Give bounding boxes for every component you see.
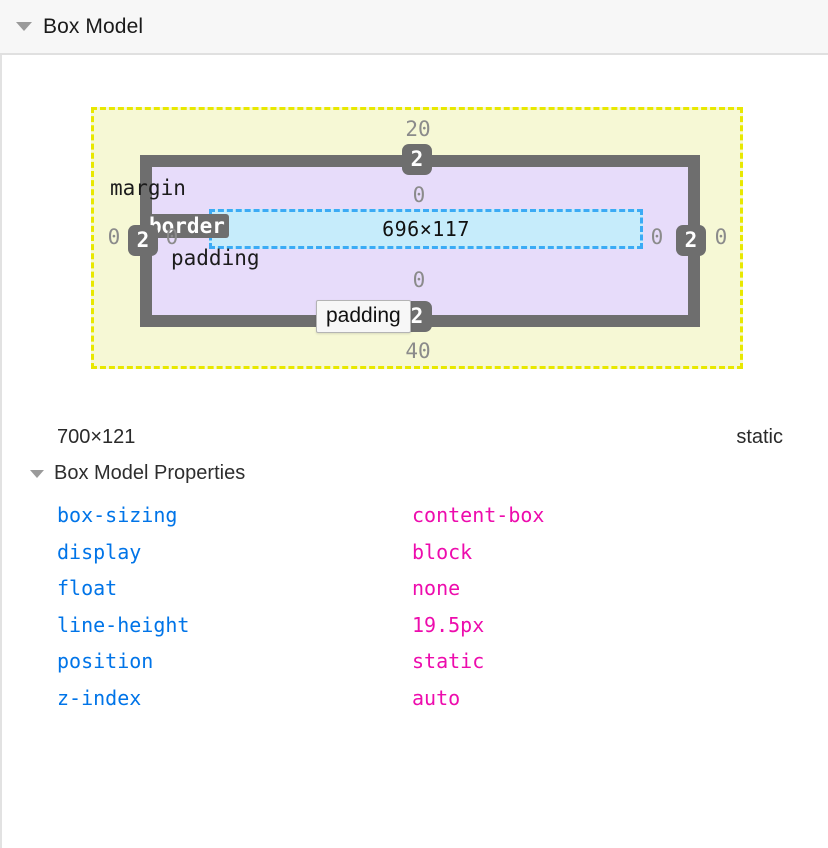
property-name[interactable]: z-index bbox=[57, 685, 142, 710]
property-name[interactable]: line-height bbox=[57, 612, 190, 637]
property-value[interactable]: static bbox=[412, 649, 485, 674]
property-value[interactable]: content-box bbox=[412, 503, 545, 528]
content-region[interactable]: 696×117 bbox=[209, 209, 643, 249]
margin-region-label: margin bbox=[110, 176, 186, 200]
property-name[interactable]: position bbox=[57, 649, 154, 674]
border-region-label: border bbox=[145, 214, 229, 238]
region-tooltip: padding bbox=[316, 300, 411, 333]
padding-left-value[interactable]: 0 bbox=[165, 225, 179, 249]
box-model-properties-title: Box Model Properties bbox=[54, 462, 246, 484]
padding-region[interactable]: 696×117 bbox=[152, 167, 688, 315]
content-size-label: 696×117 bbox=[382, 217, 470, 241]
margin-left-value[interactable]: 0 bbox=[107, 225, 121, 249]
border-left-value[interactable]: 2 bbox=[128, 225, 158, 256]
property-value[interactable]: 19.5px bbox=[412, 612, 485, 637]
property-value[interactable]: block bbox=[412, 539, 473, 564]
padding-top-value[interactable]: 0 bbox=[412, 183, 426, 207]
border-region[interactable]: 696×117 bbox=[140, 155, 700, 327]
page-title: Box Model bbox=[43, 14, 144, 38]
property-row[interactable]: float none bbox=[0, 570, 828, 607]
property-row[interactable]: z-index auto bbox=[0, 680, 828, 717]
border-right-value[interactable]: 2 bbox=[676, 225, 706, 256]
property-value[interactable]: none bbox=[412, 576, 461, 601]
property-name[interactable]: display bbox=[57, 539, 142, 564]
property-row[interactable]: display block bbox=[0, 534, 828, 571]
panel-left-rail bbox=[0, 55, 2, 848]
margin-bottom-value[interactable]: 40 bbox=[405, 339, 431, 363]
margin-top-value[interactable]: 20 bbox=[405, 117, 431, 141]
triangle-down-icon[interactable] bbox=[16, 22, 32, 31]
box-model-properties-header[interactable]: Box Model Properties bbox=[30, 462, 245, 485]
element-position-label: static bbox=[736, 425, 783, 448]
property-row[interactable]: line-height 19.5px bbox=[0, 607, 828, 644]
property-value[interactable]: auto bbox=[412, 685, 461, 710]
property-row[interactable]: position static bbox=[0, 643, 828, 680]
triangle-down-icon[interactable] bbox=[30, 469, 44, 478]
property-name[interactable]: float bbox=[57, 576, 118, 601]
box-model-summary: 700×121 static bbox=[0, 420, 828, 454]
box-model-diagram[interactable]: 696×117 margin border padding 20 2 0 0 2… bbox=[0, 55, 828, 400]
box-model-panel-header[interactable]: Box Model bbox=[0, 0, 828, 55]
margin-right-value[interactable]: 0 bbox=[714, 225, 728, 249]
property-name[interactable]: box-sizing bbox=[57, 503, 178, 528]
padding-bottom-value[interactable]: 0 bbox=[412, 268, 426, 292]
padding-region-label: padding bbox=[171, 246, 260, 270]
box-model-properties-list: box-sizing content-box display block flo… bbox=[0, 497, 828, 716]
padding-right-value[interactable]: 0 bbox=[650, 225, 664, 249]
property-row[interactable]: box-sizing content-box bbox=[0, 497, 828, 534]
border-top-value[interactable]: 2 bbox=[402, 144, 432, 175]
element-size-label: 700×121 bbox=[57, 425, 136, 448]
